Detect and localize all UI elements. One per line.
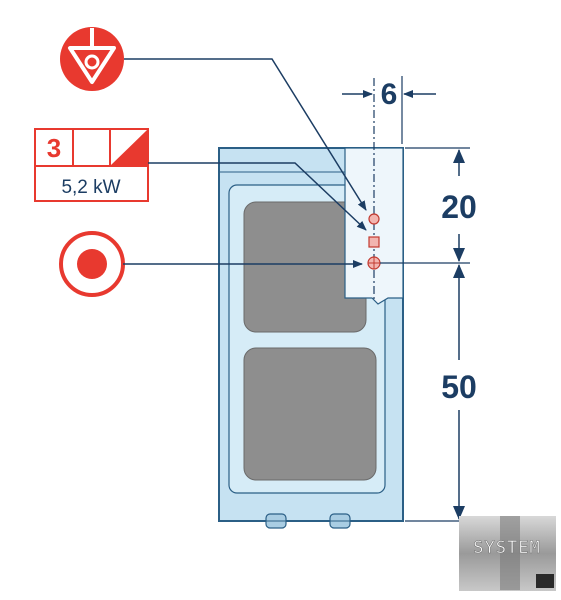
upper-dimension-value: 20 bbox=[441, 189, 477, 225]
connection-points bbox=[367, 78, 381, 300]
drain-icon-dot bbox=[77, 249, 107, 279]
equipotential-point bbox=[368, 213, 380, 225]
single-phase-triangle-icon bbox=[111, 130, 147, 165]
phase-count: 3 bbox=[47, 133, 61, 163]
hot-plate-front bbox=[243, 347, 377, 481]
logo-text: SYSTEM bbox=[473, 538, 540, 558]
electrical-spec-box: 3 5,2 kW bbox=[34, 128, 149, 202]
dimension-offset: 6 bbox=[342, 76, 436, 144]
equipotential-terminal-icon bbox=[60, 27, 124, 91]
electrical-point bbox=[368, 236, 380, 248]
leader-lines bbox=[123, 58, 367, 268]
leader-electrical bbox=[148, 162, 367, 231]
logo-stripe bbox=[500, 516, 520, 590]
drain-connection-icon bbox=[59, 231, 125, 297]
dimension-vertical: 20 50 bbox=[380, 147, 477, 522]
equipotential-icon-disc bbox=[60, 27, 124, 91]
power-rating: 5,2 kW bbox=[61, 177, 120, 198]
appliance-unit bbox=[218, 147, 404, 529]
equipotential-icon-ring bbox=[84, 54, 100, 70]
leader-equipotential bbox=[124, 58, 367, 211]
logo-badge bbox=[536, 574, 554, 588]
system-logo: SYSTEM bbox=[459, 516, 556, 591]
offset-value: 6 bbox=[381, 78, 398, 111]
lower-dimension-value: 50 bbox=[441, 369, 477, 405]
